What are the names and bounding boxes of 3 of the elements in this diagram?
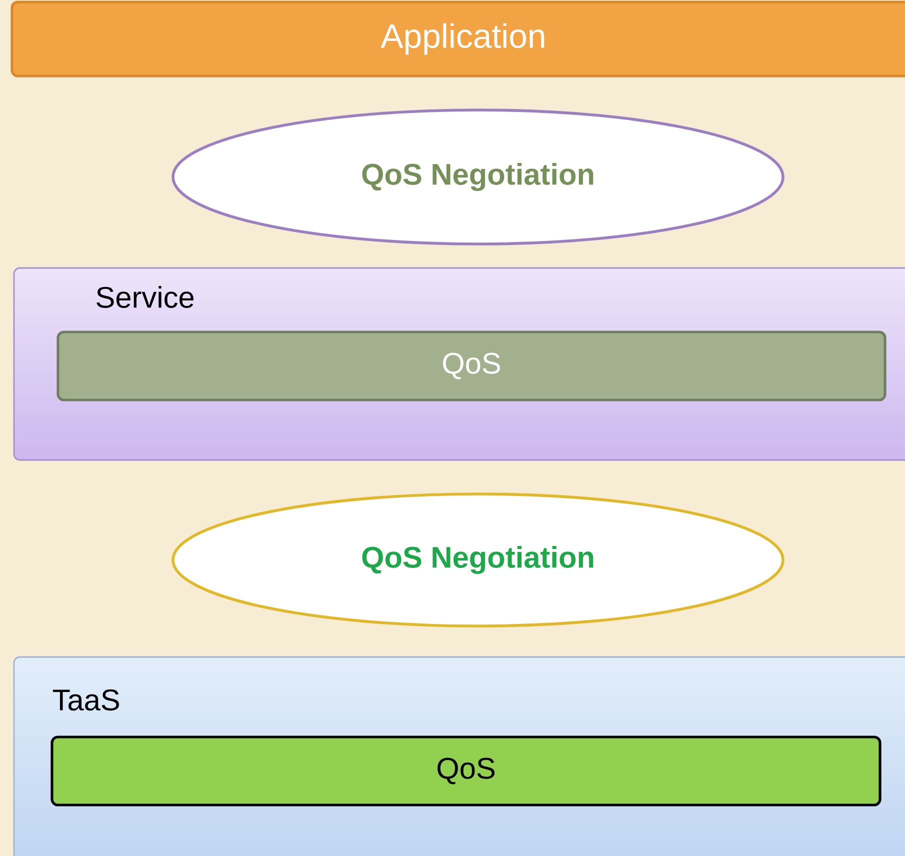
qos-bar: QoS: [50, 736, 882, 806]
layer-bar: Application: [10, 0, 905, 78]
qos-bar: QoS: [56, 330, 886, 402]
